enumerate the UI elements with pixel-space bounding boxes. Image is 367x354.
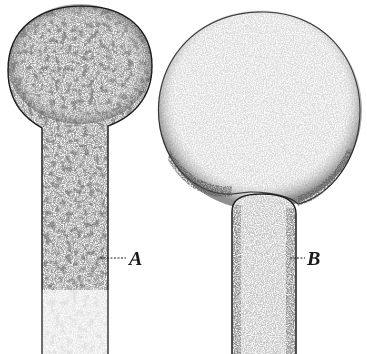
label-a: A (127, 248, 142, 270)
label-b: B (306, 248, 320, 270)
structure-b (158, 10, 362, 354)
structure-a (8, 4, 152, 354)
